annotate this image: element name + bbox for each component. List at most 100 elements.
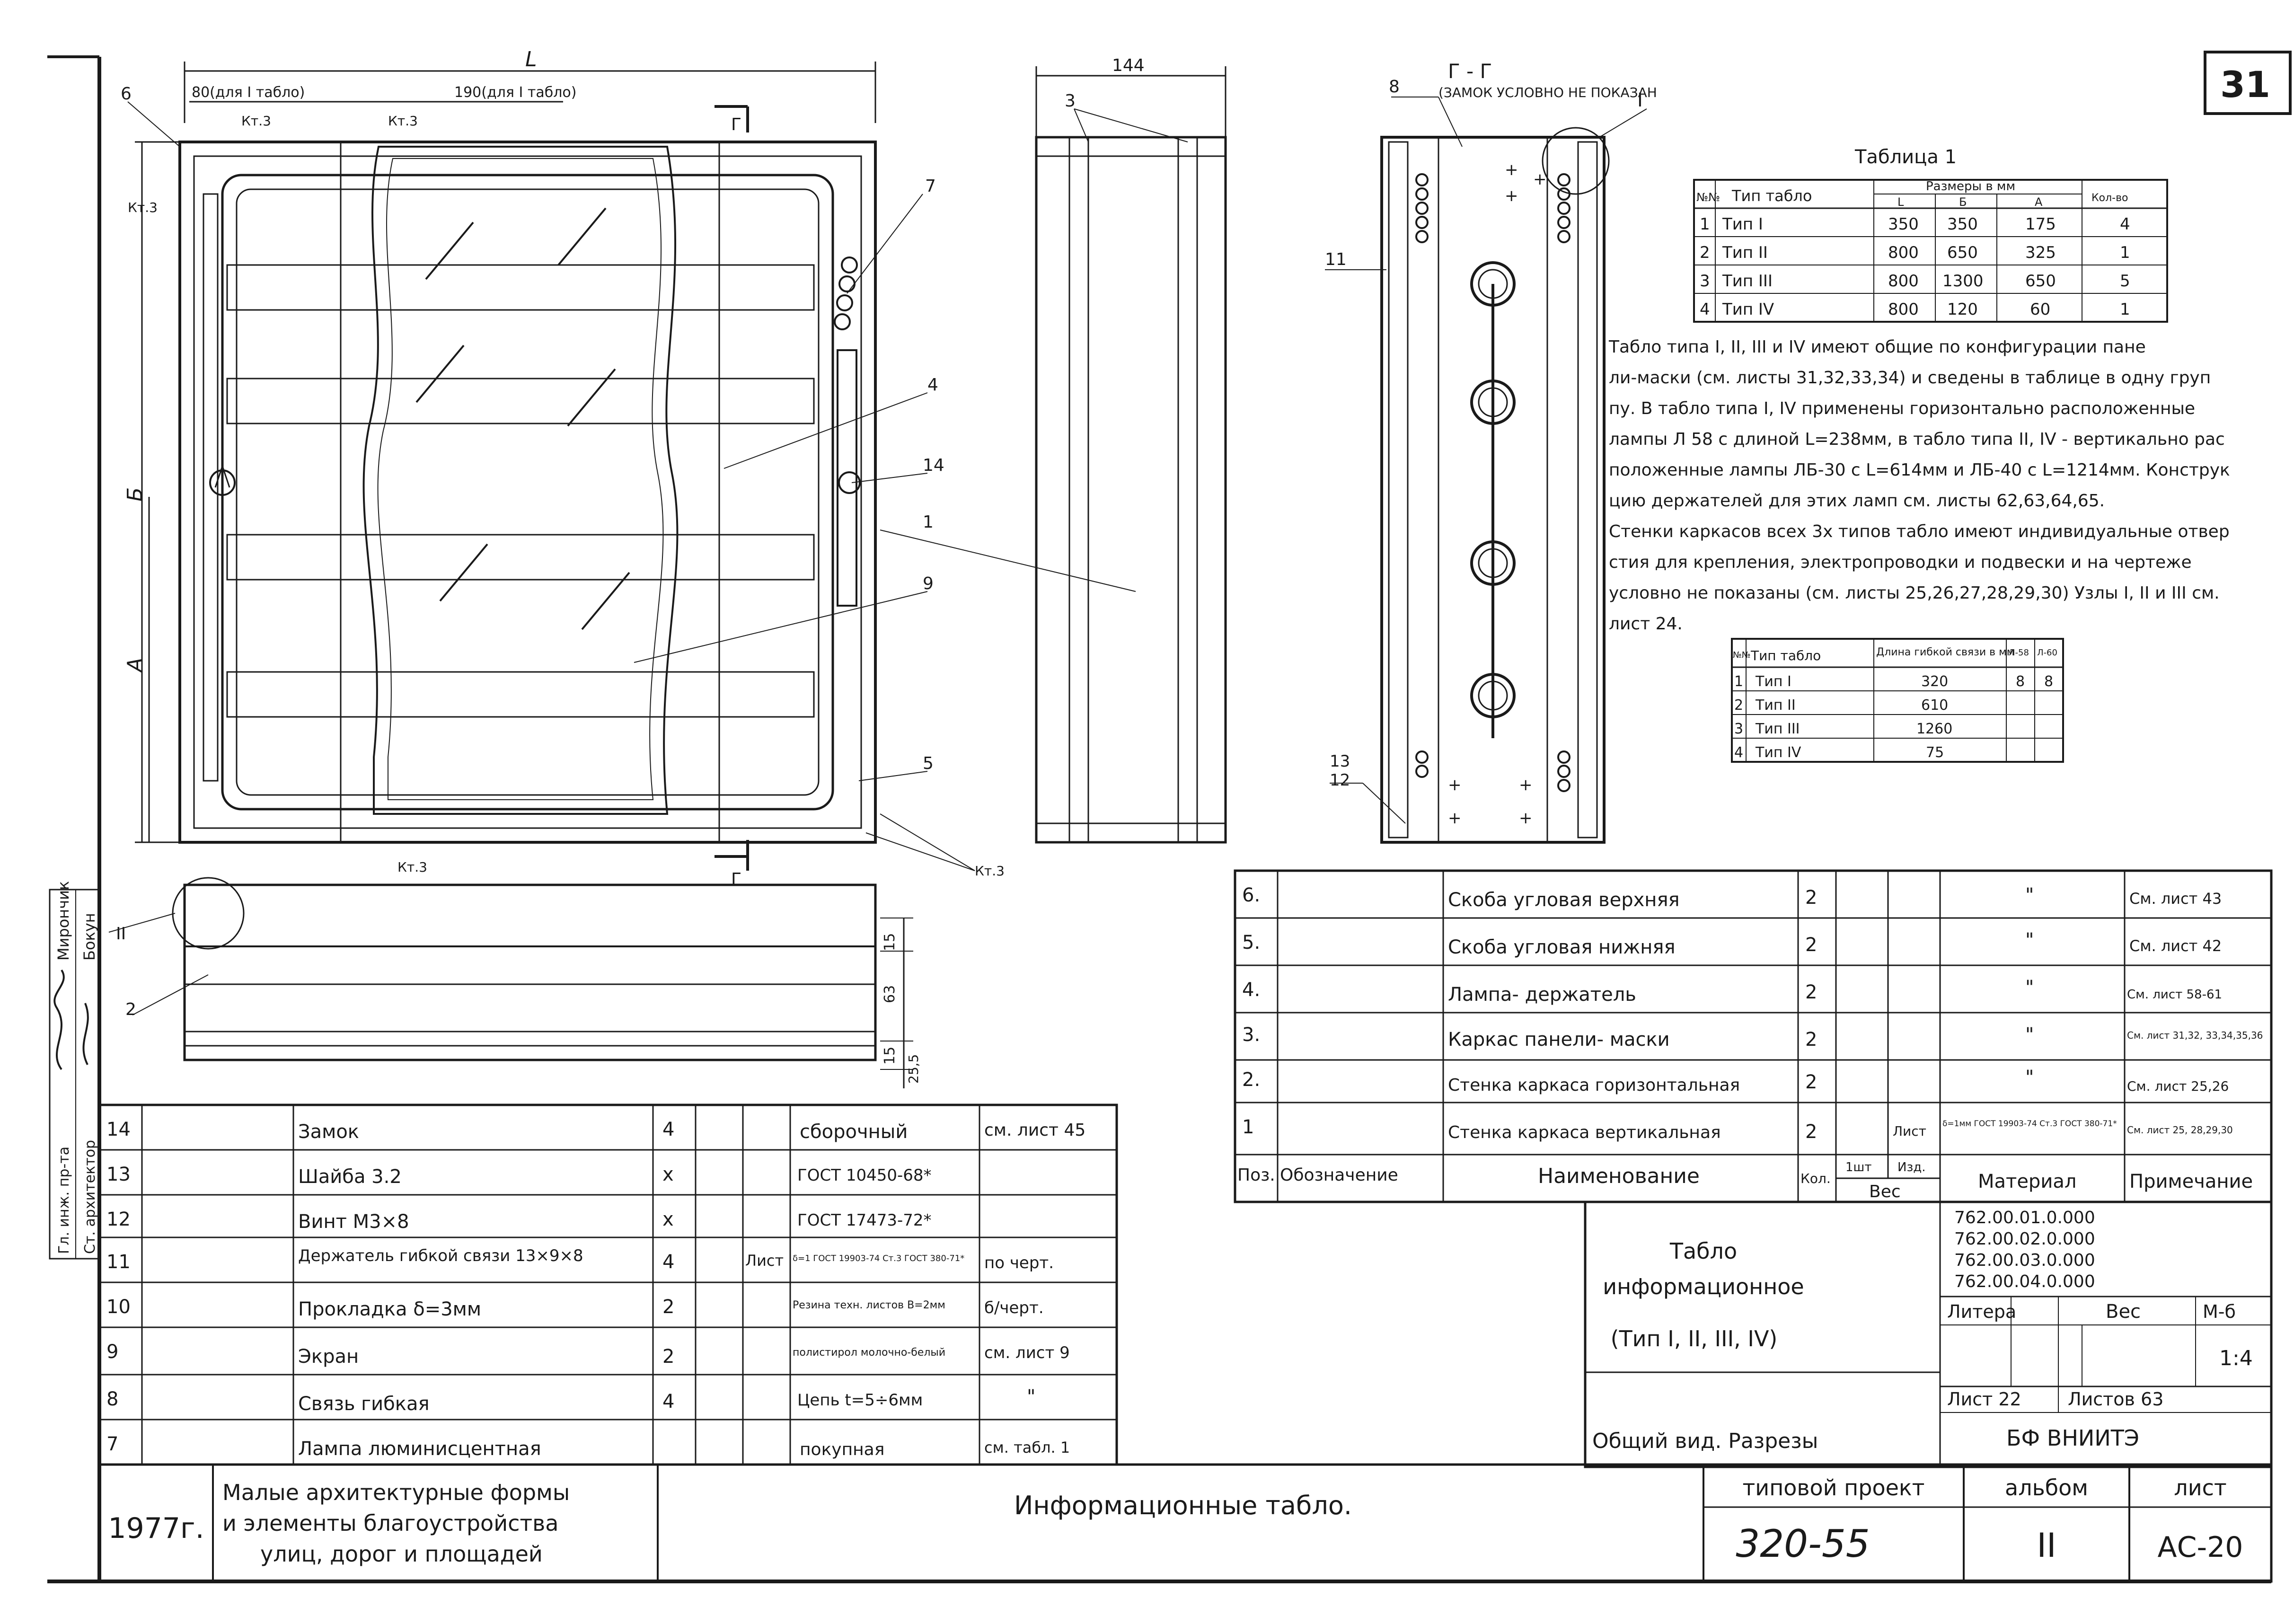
scale-value: 1:4 bbox=[2219, 1346, 2253, 1370]
t2-h-l60: Л-60 bbox=[2037, 648, 2057, 658]
sl-cell: ГОСТ 17473-72* bbox=[797, 1211, 932, 1230]
title-block: 762.00.01.0.000 762.00.02.0.000 762.00.0… bbox=[1584, 1200, 2273, 1468]
section-mark-bottom: Г bbox=[731, 870, 741, 889]
scale-label: М-б bbox=[2203, 1301, 2236, 1322]
svg-text:+: + bbox=[1505, 160, 1518, 179]
t1-cell: 1300 bbox=[1942, 272, 1984, 291]
sr-cell: 2. bbox=[1242, 1069, 1260, 1091]
t2-cell: 1 bbox=[1734, 673, 1743, 690]
sl-cell: Винт М3×8 bbox=[298, 1211, 409, 1233]
dim-A: А bbox=[123, 658, 147, 673]
sr-cell: См. лист 43 bbox=[2129, 890, 2222, 908]
t2-cell: 610 bbox=[1921, 697, 1948, 714]
spec-table-right: 6. Скоба угловая верхняя 2 " См. лист 43… bbox=[1234, 869, 2273, 1203]
sl-cell: полистирол молочно-белый bbox=[793, 1347, 945, 1359]
sl-cell: 2 bbox=[662, 1296, 674, 1318]
sr-cell: Стенка каркаса горизонтальная bbox=[1448, 1076, 1740, 1095]
note-line: условно не показаны (см. листы 25,26,27,… bbox=[1609, 583, 2220, 603]
sl-cell: 8 bbox=[106, 1388, 118, 1410]
note-line: ли-маски (см. листы 31,32,33,34) и сведе… bbox=[1609, 368, 2211, 388]
spec-right-rows: 6. Скоба угловая верхняя 2 " См. лист 43… bbox=[1242, 884, 2263, 1143]
album-number: II bbox=[2037, 1526, 2056, 1565]
sheet-label: лист bbox=[2174, 1475, 2226, 1500]
litera-label: Литера bbox=[1947, 1301, 2016, 1322]
sr-h: 1шт bbox=[1845, 1160, 1871, 1174]
sr-cell: " bbox=[2025, 884, 2034, 906]
sr-cell: 1 bbox=[1242, 1116, 1254, 1138]
sl-cell: 12 bbox=[106, 1209, 131, 1230]
t1-h-num: №№ bbox=[1696, 191, 1720, 204]
sl-cell: покупная bbox=[800, 1440, 884, 1459]
sl-cell: ГОСТ 10450-68* bbox=[797, 1166, 932, 1185]
year: 1977г. bbox=[108, 1512, 204, 1545]
section-title: Г - Г bbox=[1448, 60, 1492, 83]
t1-cell: 1 bbox=[2120, 243, 2130, 262]
sr-h: Наименование bbox=[1538, 1164, 1700, 1188]
sr-cell: Стенка каркаса вертикальная bbox=[1448, 1123, 1721, 1142]
organization: БФ ВНИИТЭ bbox=[2006, 1425, 2139, 1451]
side-callout-3: 3 bbox=[1065, 91, 1076, 111]
signature-mark bbox=[53, 969, 65, 1070]
sr-cell: " bbox=[2025, 977, 2034, 998]
signature-strip: Гл. инж. пр-та Ст. архитектор Мирончик Б… bbox=[49, 881, 100, 1260]
t1-cell: Тип III bbox=[1722, 272, 1773, 291]
sr-cell: " bbox=[2025, 1024, 2034, 1046]
note-line: лист 24. bbox=[1609, 614, 1683, 634]
sl-cell: Связь гибкая bbox=[298, 1393, 430, 1415]
sheet-frame bbox=[47, 55, 2271, 1583]
bottom-dim-63: 63 bbox=[882, 985, 898, 1003]
t2-h-len: Длина гибкой связи в мм bbox=[1876, 646, 2014, 658]
section-callout-I: I bbox=[1637, 89, 1643, 111]
series-line: Малые архитектурные формы bbox=[222, 1480, 570, 1505]
section-chains bbox=[1415, 173, 1571, 792]
sl-cell: 2 bbox=[662, 1346, 674, 1368]
t1-h-dims: Размеры в мм bbox=[1926, 179, 2015, 194]
doc-code: 762.00.01.0.000 bbox=[1954, 1208, 2095, 1227]
table-1-rows: 1 Тип I 350 350 175 4 2 Тип II 800 650 3… bbox=[1700, 215, 2130, 319]
t2-cell: 320 bbox=[1921, 673, 1948, 690]
svg-text:+: + bbox=[1519, 809, 1533, 828]
album-label: альбом bbox=[2005, 1475, 2088, 1500]
sr-cell: Каркас панели- маски bbox=[1448, 1029, 1670, 1050]
t1-cell: 120 bbox=[1947, 300, 1978, 319]
sl-cell: б/черт. bbox=[984, 1298, 1044, 1317]
t1-h-A: А bbox=[2035, 195, 2043, 209]
sr-h: Материал bbox=[1978, 1171, 2076, 1192]
t2-cell: 4 bbox=[1734, 744, 1743, 761]
note-line: Стенки каркасов всех 3х типов табло имею… bbox=[1609, 522, 2230, 541]
sl-cell: см. лист 9 bbox=[984, 1343, 1070, 1362]
note-line: стия для крепления, электропроводки и по… bbox=[1609, 553, 2192, 572]
svg-text:+: + bbox=[1448, 809, 1462, 828]
t1-cell: 325 bbox=[2025, 243, 2056, 262]
chain bbox=[834, 256, 858, 330]
sheet-num: Лист 22 bbox=[1947, 1389, 2021, 1410]
spec-right-header: Поз. Обозначение Наименование Кол. 1шт И… bbox=[1237, 1160, 2253, 1201]
callout-9: 9 bbox=[923, 574, 934, 593]
spec-left-rows: 14 Замок 4 сборочный см. лист 45 13 Шайб… bbox=[106, 1119, 1085, 1460]
sr-cell: 2 bbox=[1805, 1121, 1817, 1143]
sl-cell: см. табл. 1 bbox=[984, 1439, 1070, 1456]
weld-mark: Кт.3 bbox=[128, 200, 158, 215]
section-plus-marks: ++ ++ ++ + bbox=[1448, 160, 1547, 828]
plan-callouts: 6 7 4 14 1 9 5 bbox=[121, 84, 1136, 781]
sl-cell: 4 bbox=[662, 1251, 674, 1273]
t1-cell: 800 bbox=[1888, 300, 1919, 319]
item-name-line: информационное bbox=[1603, 1274, 1804, 1299]
svg-text:+: + bbox=[1448, 776, 1462, 794]
t2-cell: Тип II bbox=[1755, 697, 1796, 714]
sr-cell: δ=1мм ГОСТ 19903-74 Ст.3 ГОСТ 380-71* bbox=[1942, 1119, 2117, 1129]
plan-view: L 80(для I табло) 190(для I табло) Б А bbox=[121, 47, 1136, 889]
callout-6: 6 bbox=[121, 84, 132, 104]
t1-h-B: Б bbox=[1959, 195, 1967, 209]
weld-mark: Кт.3 bbox=[388, 113, 418, 129]
sl-cell: Замок bbox=[298, 1121, 359, 1143]
sl-cell: 10 bbox=[106, 1296, 131, 1318]
t2-cell: 1260 bbox=[1916, 721, 1952, 737]
callout-7: 7 bbox=[925, 177, 936, 196]
doc-code: 762.00.02.0.000 bbox=[1954, 1229, 2095, 1249]
sl-cell: δ=1 ГОСТ 19903-74 Ст.3 ГОСТ 380-71* bbox=[793, 1253, 964, 1263]
item-name-line: (Тип I, II, III, IV) bbox=[1611, 1326, 1778, 1351]
sr-h: Примечание bbox=[2129, 1171, 2253, 1192]
sr-cell: Скоба угловая верхняя bbox=[1448, 889, 1680, 911]
sig-role: Ст. архитектор bbox=[82, 1140, 98, 1254]
